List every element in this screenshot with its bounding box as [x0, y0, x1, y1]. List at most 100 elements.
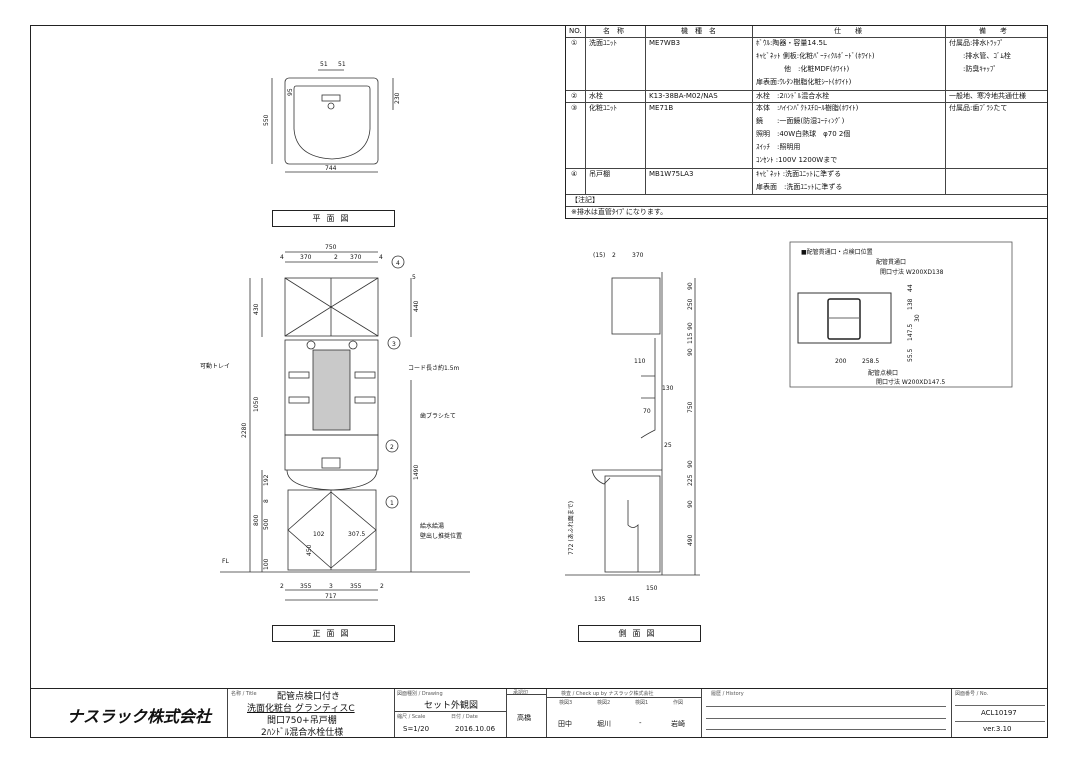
dim-label: 130 [662, 385, 674, 392]
row-model: ME7WB3 [649, 39, 681, 47]
row-no: ④ [571, 170, 578, 178]
dim-label: 150 [646, 585, 658, 592]
checker-name: 岩崎 [671, 720, 685, 728]
row-name: 吊戸棚 [589, 170, 610, 178]
piping-title: ■配管貫通口・点検口位置 [801, 248, 873, 256]
version: ver.3.10 [983, 725, 1012, 733]
check-caption: 検査 / Check up by ナスラック株式会社 [561, 691, 654, 697]
title-line: 洗面化粧台 グランティスC [247, 704, 355, 714]
side-view-label: 側面図 [578, 625, 701, 642]
row-spec-line: 扉表面 :洗面ﾕﾆｯﾄに準ずる [756, 183, 843, 191]
history-line [706, 729, 946, 730]
checker-role: 検図3 [559, 700, 573, 706]
row-spec-line: 扉表面:ｳﾚﾀﾝ樹脂化粧ｼｰﾄ(ﾎﾜｲﾄ) [756, 78, 852, 86]
divider [566, 168, 1047, 169]
divider [506, 689, 507, 737]
divider [752, 26, 753, 194]
row-model: ME71B [649, 104, 674, 112]
divider [227, 689, 228, 737]
dim-label: 307.5 [348, 531, 365, 538]
dim-label: 44 [907, 284, 914, 292]
item-number: 3 [392, 341, 396, 348]
header-no: NO. [569, 27, 582, 35]
divider [945, 26, 946, 194]
piping-inspect-label: 配管点検口 [868, 369, 898, 377]
row-spec-line: 照明 :40W白熱球 φ70 2個 [756, 130, 851, 138]
row-note-line: 一般地、寒冷地共通仕様 [949, 92, 1026, 100]
row-spec-line: ｽｲｯﾁ :照明用 [756, 143, 801, 151]
divider [585, 26, 586, 194]
plan-view [271, 69, 394, 173]
checker-role: 作図 [673, 700, 684, 706]
dim-label: 355 [350, 583, 362, 590]
row-no: ② [571, 92, 578, 100]
callout-supply: 給水給湯 [420, 522, 444, 530]
divider [546, 689, 547, 737]
side-view [565, 272, 700, 576]
drawing-number: ACL10197 [981, 709, 1017, 717]
divider [955, 721, 1045, 722]
dim-label: 55.5 [907, 348, 914, 362]
dim-label: 90 [687, 322, 694, 330]
dim-label: 90 [687, 348, 694, 356]
front-view-label: 正面図 [272, 625, 395, 642]
title-line: 配管点検口付き [277, 692, 341, 702]
divider [645, 26, 646, 194]
front-view [220, 251, 470, 601]
approval-caption: 承認印 [513, 690, 529, 696]
spec-table: NO. 名 称 機 種 名 仕 様 備 考 ① 洗面ﾕﾆｯﾄ ME7WB3 ﾎﾞ… [565, 25, 1048, 219]
date: 2016.10.06 [455, 725, 496, 733]
divider [566, 206, 1047, 207]
dim-label: 370 [350, 254, 362, 261]
divider [546, 697, 701, 698]
dim-label: 440 [413, 300, 420, 312]
dim-label: 51 [338, 61, 346, 68]
dim-label: 450 [306, 544, 313, 556]
row-spec-line: ｷｬﾋﾞﾈｯﾄ :洗面ﾕﾆｯﾄに準ずる [756, 170, 842, 178]
dim-label: 490 [687, 534, 694, 546]
dim-label: 250 [687, 298, 694, 310]
divider [394, 711, 506, 712]
piping-through-size: 開口寸法 W200XD138 [880, 268, 944, 276]
dim-label: 370 [300, 254, 312, 261]
scale-caption: 縮尺 / Scale [397, 714, 426, 720]
item-number: 1 [390, 500, 394, 507]
dim-label: 4 [379, 254, 383, 261]
dim-label: 90 [687, 460, 694, 468]
row-spec-line: ｷｬﾋﾞﾈｯﾄ 側板:化粧ﾊﾟｰﾃｨｸﾙﾎﾞｰﾄﾞ(ﾎﾜｲﾄ) [756, 52, 875, 60]
side-dims: (15) 2 370 90 250 90 115 90 750 90 225 9… [568, 252, 694, 603]
dim-label: 4 [280, 254, 284, 261]
front-dims: 750 4 370 2 370 4 5 430 440 1050 2280 14… [200, 244, 462, 600]
dim-label: 51 [320, 61, 328, 68]
checker-role: 検図2 [597, 700, 611, 706]
divider [566, 102, 1047, 103]
title-line: 間口750+吊戸棚 [267, 716, 337, 726]
dim-label: 3 [329, 583, 333, 590]
row-spec-line: 水栓 :2ﾊﾝﾄﾞﾙ混合水栓 [756, 92, 830, 100]
piping-through-label: 配管貫通口 [876, 258, 906, 266]
dim-label: 90 [687, 282, 694, 290]
row-name: 水栓 [589, 92, 603, 100]
dim-label: 744 [325, 165, 337, 172]
dim-label: 750 [325, 244, 337, 251]
row-name: 洗面ﾕﾆｯﾄ [589, 39, 617, 47]
row-spec-line: 鏡 :一面鏡(防湿ｺｰﾃｨﾝｸﾞ) [756, 117, 845, 125]
dim-label: 200 [835, 358, 847, 365]
row-no: ③ [571, 104, 578, 112]
dim-label: 25 [664, 442, 672, 449]
piping-detail: ■配管貫通口・点検口位置 配管貫通口 開口寸法 W200XD138 配管点検口 … [789, 241, 1013, 388]
dim-label: 102 [313, 531, 325, 538]
row-note-line: 付属品:排水ﾄﾗｯﾌﾟ [949, 39, 1004, 47]
dim-label: 772 (あふれ面まで) [568, 501, 575, 555]
dim-label: 370 [632, 252, 644, 259]
divider [394, 689, 395, 737]
dim-label: 550 [263, 114, 270, 126]
history-caption: 履歴 / History [711, 691, 744, 697]
plan-view-label: 平面図 [272, 210, 395, 227]
divider [566, 37, 1047, 38]
divider [701, 689, 702, 737]
row-note-line: :排水管、ｺﾞﾑ栓 [949, 52, 1011, 60]
company-logo: ナスラック株式会社 [67, 707, 212, 726]
checker-name: - [639, 719, 642, 727]
